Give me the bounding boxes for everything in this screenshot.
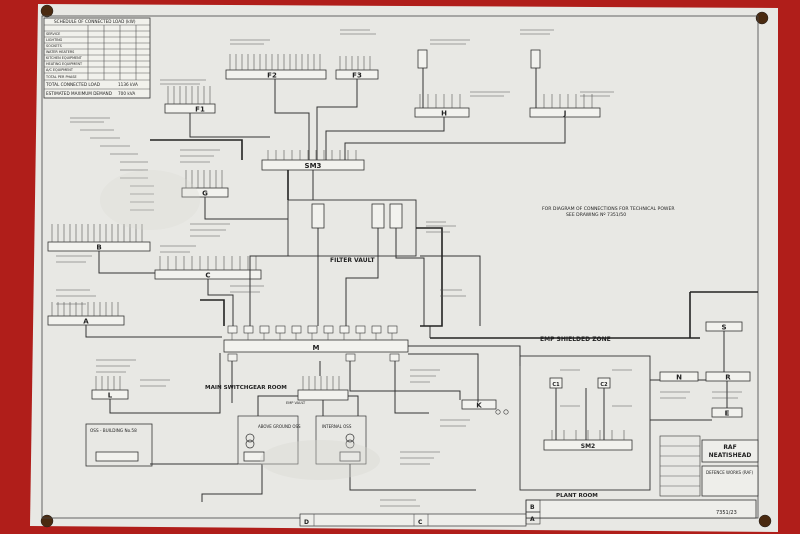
technical-power-note-line1: FOR DIAGRAM OF CONNECTIONS FOR TECHNICAL… [542,206,675,212]
emp-shielded-zone: EMP SHIELDED ZONE [430,291,758,343]
revision-d: D [304,519,309,526]
revision-strip: D C B A [299,499,541,527]
board-label-l: L [108,392,113,400]
board-label-m: M [313,344,320,352]
board-label-b: B [96,244,101,252]
board-label-n: N [676,374,682,382]
schedule-row-label: TOTAL PER PHASE [45,75,77,79]
oss-building-label: OSS - BUILDING No.58 [90,428,137,433]
internal-oss: INTERNAL OSS [315,415,367,465]
above-ground-oss-label: ABOVE GROUND OSS [258,424,301,429]
revision-a: A [530,516,535,523]
schedule-row-label: HEATING EQUIPMENT [46,62,83,66]
emp-zone-label: EMP SHIELDED ZONE [540,336,611,343]
schedule-table: SCHEDULE OF CONNECTED LOAD (kW) SERVICE … [43,17,151,99]
above-ground-oss: ABOVE GROUND OSS [237,415,301,465]
title-drawing-number: 7351/23 [716,510,737,516]
plant-room-label: PLANT ROOM [556,493,598,499]
board-e: E [711,407,743,418]
schedule-row-label: SOCKETS [46,44,62,48]
max-demand-value: 700 kVA [118,91,135,96]
board-label-f2: F2 [267,72,277,80]
board-label-c2: C2 [600,382,608,388]
total-connected-load-label: TOTAL CONNECTED LOAD [45,82,100,87]
main-switchgear-label: MAIN SWITCHGEAR ROOM [205,385,287,391]
board-s: S [705,321,743,332]
schedule-row-label: A/C EQUIPMENT [46,68,74,72]
title-block: RAF NEATISHEAD DEFENCE WORKS (RAF) 7351/… [525,435,759,519]
technical-power-note-line2: SEE DRAWING Nº 7351/50 [566,212,626,218]
filter-vault-label: FILTER VAULT [330,257,375,264]
annotation-strokes [56,29,742,507]
total-connected-load-value: 1136 kVA [118,82,138,87]
board-label-e: E [725,410,730,418]
schedule-row-label: SERVICE [46,32,60,36]
board-label-g: G [202,190,208,198]
emp-vault-label: EMP VAULT [286,401,306,405]
title-raf: RAF [723,444,736,451]
board-label-f3: F3 [352,72,362,80]
pin-top-left [40,4,54,18]
board-label-a: A [83,318,89,326]
board-label-h: H [441,110,447,118]
revision-c: C [418,519,423,526]
board-label-sm3: SM3 [305,162,322,170]
board-h: H [414,49,470,118]
board-label-r: R [725,374,731,382]
drawing-sheet [30,4,778,532]
board-label-c: C [205,272,210,280]
max-demand-label: ESTIMATED MAXIMUM DEMAND [46,91,112,96]
internal-oss-label: INTERNAL OSS [322,424,352,429]
schedule-row-label: LIGHTING [46,38,63,42]
oss-building: OSS - BUILDING No.58 [85,423,153,467]
pin-bottom-right [758,514,772,528]
title-defence-works: DEFENCE WORKS (RAF) [706,470,754,475]
schedule-row-label: KITCHEN EQUIPMENT [46,56,83,60]
board-g: G [181,170,229,198]
schedule-row-label: WATER HEATERS [46,50,74,54]
plant-room: C1 C2 SM2 PLANT ROOM [519,355,651,499]
board-k: K [461,399,509,415]
paper-stain [100,170,200,230]
board-j: J [529,49,601,118]
paper-stain [260,440,380,480]
board-label-s: S [721,324,726,332]
board-label-sm2: SM2 [581,443,595,450]
board-m: M [223,325,409,362]
board-label-k: K [476,402,482,410]
board-label-c1: C1 [552,382,560,388]
title-site: NEATISHEAD [709,452,752,459]
pin-bottom-left [40,514,54,528]
revision-b: B [530,504,535,511]
main-busbar-cables [150,139,443,327]
board-n: N [659,371,699,382]
board-f2: F2 [225,54,327,80]
feeder-cables [85,79,728,502]
schedule-title: SCHEDULE OF CONNECTED LOAD (kW) [54,19,136,24]
pin-top-right [755,11,769,25]
board-label-f1: F1 [195,106,205,114]
board-label-j: J [563,110,567,118]
board-r: R [705,371,751,382]
